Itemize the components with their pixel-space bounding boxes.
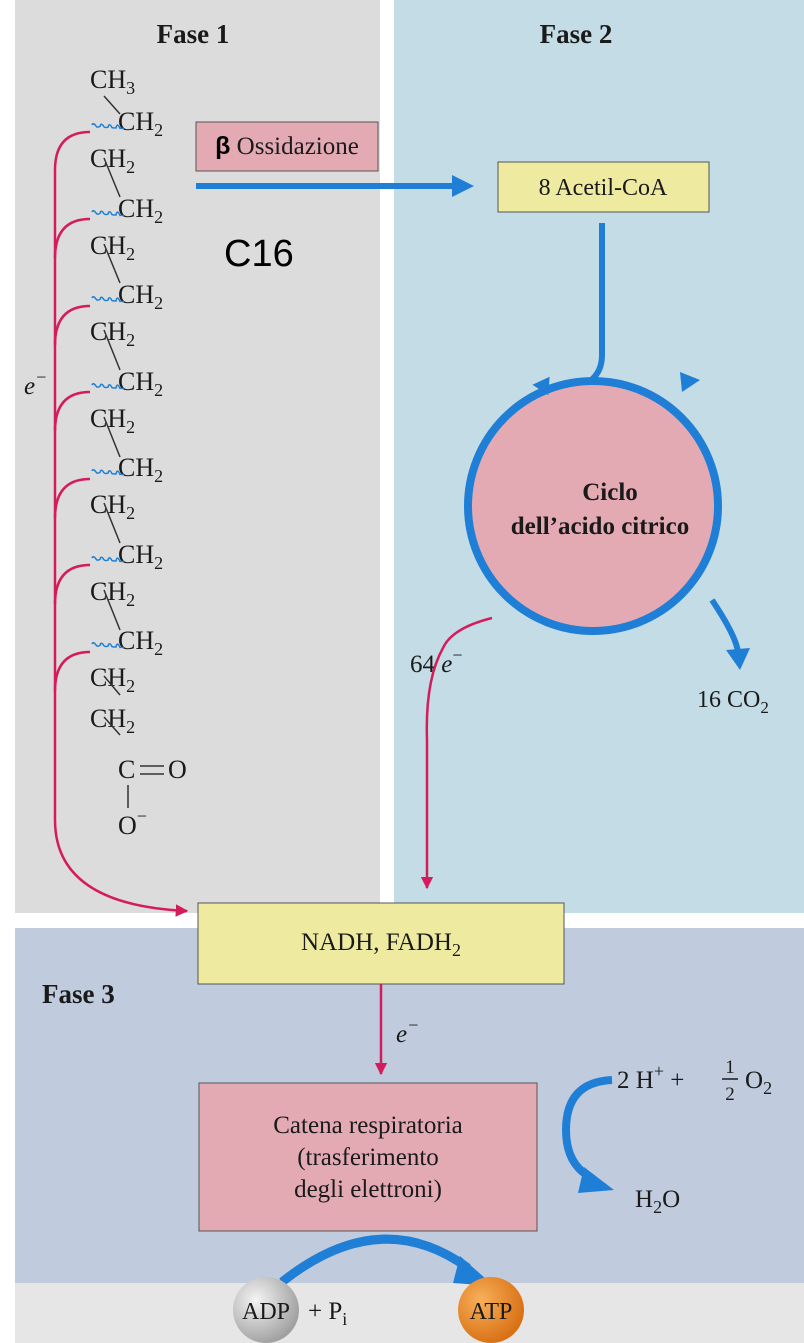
nadh-fadh2-box: [197, 902, 565, 985]
water-output: H2O: [635, 1186, 680, 1217]
ch2-group: CH2: [118, 626, 163, 659]
oxygen-input: 2 H+ +: [617, 1061, 684, 1094]
adp-to-atp-arrow: [279, 1234, 471, 1286]
phase3-label: Fase 3: [42, 979, 115, 1009]
ch2-group: CH2: [118, 280, 163, 313]
bond-lines: [103, 95, 164, 808]
citric-cycle-line2: dell’acido citrico: [511, 513, 689, 540]
beta-oxidation-label: β Ossidazione: [215, 132, 359, 160]
co2-output: 16 CO2: [697, 687, 769, 717]
beta-oxidation-box: [195, 121, 379, 172]
citric-acid-cycle: [464, 377, 722, 635]
respiratory-chain-line1: Catena respiratoria: [273, 1112, 463, 1139]
fatty-acid-chain: CH3 CH2CH2CH2CH2CH2CH2CH2CH2CH2CH2CH2CH2…: [90, 65, 187, 840]
carboxyl-oxygen-minus: O−: [118, 806, 147, 840]
cleavage-site-wave: [91, 555, 125, 563]
acetyl-coa-label: 8 Acetil-CoA: [539, 175, 668, 201]
chain-length-label: C16: [224, 233, 294, 275]
cleavage-site-wave: [91, 295, 125, 303]
phase2-label: Fase 2: [540, 19, 613, 49]
phase1-label: Fase 1: [157, 19, 230, 49]
nadh-fadh2-label: NADH, FADH2: [301, 929, 461, 960]
electrons-phase1-label: e−: [24, 367, 47, 400]
electrons-phase3-label: e−: [396, 1015, 419, 1048]
adp-circle: [233, 1277, 299, 1343]
cycle-arrowhead-right: [680, 372, 700, 392]
ch2-group: CH2: [90, 704, 135, 737]
electron-flow-phase1: [53, 130, 189, 917]
oxygen-fraction-numerator: 1: [725, 1057, 735, 1078]
respiratory-chain-line3: degli elettroni): [294, 1176, 442, 1203]
ch2-group: CH2: [90, 663, 135, 696]
beta-to-acetyl-arrow: [196, 175, 474, 197]
adp-label: ADP: [242, 1299, 290, 1325]
cleavage-site-wave: [91, 209, 125, 217]
acetyl-coa-box: [497, 161, 710, 213]
cleavage-site-wave: [91, 641, 125, 649]
oxygen-fraction-denominator: 2: [725, 1084, 735, 1105]
ch2-group: CH2: [118, 453, 163, 486]
oxygen-to-water-arrowhead: [578, 1167, 614, 1193]
ch2-group: CH2: [118, 540, 163, 573]
oxygen-to-water-arrow: [561, 1076, 613, 1182]
atp-label: ATP: [470, 1299, 513, 1325]
co2-arrowhead: [726, 648, 750, 670]
ch2-group: CH2: [118, 367, 163, 400]
atp-circle: [458, 1277, 524, 1343]
carboxyl-oxygen-double: O: [168, 755, 187, 784]
electron-flow-cycle: [420, 616, 493, 890]
ch2-group: CH2: [118, 107, 163, 140]
carboxyl-carbon: C: [118, 755, 135, 784]
citric-cycle-line1: Ciclo: [582, 479, 638, 506]
acetyl-to-cycle-arrow: [588, 223, 605, 384]
respiratory-chain-line2: (trasferimento: [297, 1144, 439, 1171]
bottom-background: [15, 1283, 804, 1343]
cleavage-site-wave: [91, 382, 125, 390]
electron-branches: [53, 217, 91, 692]
respiratory-chain-box: [198, 1082, 538, 1232]
cleavage-site-wave: [91, 122, 125, 130]
cycle-arrowhead-left: [532, 376, 550, 396]
ch2-group: CH2: [118, 194, 163, 227]
ch3-group: CH3: [90, 65, 135, 98]
phosphate-label: + Pi: [308, 1298, 347, 1329]
oxygen-molecule: O2: [745, 1067, 772, 1098]
cleavage-site-wave: [91, 468, 125, 476]
